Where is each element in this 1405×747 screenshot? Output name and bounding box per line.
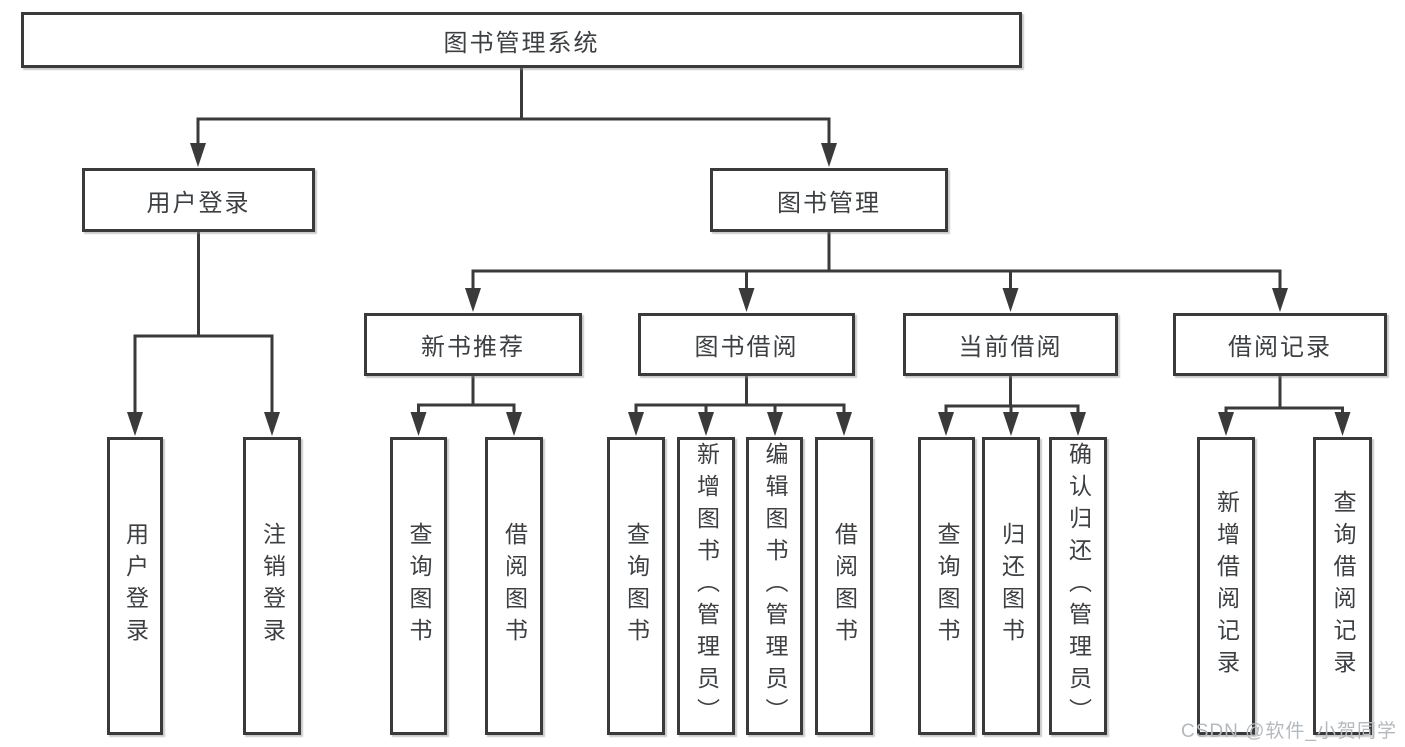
node-leaf-nbr-query-label: 查询图书: [406, 522, 432, 650]
node-new-book-rec-label: 新书推荐: [421, 334, 525, 361]
node-leaf-bb-edit-label: 编辑图书（管理员）: [762, 442, 788, 730]
node-new-book-rec: 新书推荐: [364, 313, 582, 376]
arrow-to-book-borrow: [738, 288, 755, 312]
node-leaf-logout: 注销登录: [243, 437, 301, 735]
arrow-to-user-login: [190, 143, 206, 167]
node-leaf-bb-add-label: 新增图书（管理员）: [693, 442, 720, 730]
watermark: CSDN @软件_小贺同学: [1181, 721, 1397, 742]
connector-book-mgmt-bar: [471, 269, 1282, 289]
node-leaf-br-add-label: 新增借阅记录: [1213, 490, 1240, 682]
node-leaf-logout-label: 注销登录: [259, 522, 286, 650]
node-current-borrow: 当前借阅: [903, 313, 1118, 376]
node-leaf-bb-query-label: 查询图书: [623, 522, 650, 650]
arrow-to-book-mgmt: [821, 143, 837, 167]
node-book-borrow: 图书借阅: [638, 313, 855, 376]
connector-book-borrow-bar: [634, 403, 846, 413]
node-leaf-cb-confirm: 确认归还（管理员）: [1049, 437, 1107, 735]
node-leaf-nbr-borrow-label: 借阅图书: [501, 522, 528, 650]
arrow-to-leaf-bb-borrow: [836, 412, 852, 436]
node-leaf-cb-return-label: 归还图书: [998, 522, 1025, 650]
arrow-to-leaf-cb-confirm: [1070, 412, 1086, 436]
arrow-to-leaf-br-query: [1334, 412, 1351, 436]
node-root-label: 图书管理系统: [443, 29, 600, 57]
node-leaf-bb-borrow-label: 借阅图书: [831, 522, 858, 650]
node-leaf-br-query: 查询借阅记录: [1313, 437, 1372, 735]
node-leaf-nbr-borrow: 借阅图书: [485, 437, 543, 735]
arrow-to-leaf-user-login: [127, 412, 143, 436]
arrow-to-leaf-nbr-borrow: [506, 412, 522, 436]
node-leaf-user-login: 用户登录: [107, 437, 163, 735]
node-user-login: 用户登录: [82, 168, 315, 232]
arrow-to-new-book-rec: [465, 288, 481, 312]
arrow-to-leaf-cb-return: [1003, 412, 1019, 436]
node-leaf-br-add: 新增借阅记录: [1197, 437, 1255, 735]
node-book-borrow-label: 图书借阅: [694, 334, 799, 361]
connector-user-login-bar: [133, 334, 274, 412]
arrow-to-leaf-br-add: [1218, 412, 1234, 436]
node-leaf-bb-query: 查询图书: [607, 437, 665, 735]
node-root: 图书管理系统: [21, 12, 1022, 68]
arrow-to-leaf-bb-add: [698, 412, 714, 436]
node-current-borrow-label: 当前借阅: [958, 334, 1063, 361]
connector-new-book-bar: [417, 403, 516, 413]
connector-root-bar: [196, 117, 831, 143]
node-leaf-user-login-label: 用户登录: [122, 522, 149, 650]
node-leaf-nbr-query: 查询图书: [390, 437, 447, 735]
arrow-to-leaf-logout: [264, 412, 280, 436]
node-leaf-br-query-label: 查询借阅记录: [1330, 490, 1356, 682]
arrowheads: [127, 143, 1351, 436]
node-leaf-cb-return: 归还图书: [982, 437, 1040, 735]
node-leaf-bb-borrow: 借阅图书: [815, 437, 873, 735]
arrow-to-current-borrow: [1002, 288, 1019, 312]
node-book-mgmt-label: 图书管理: [777, 189, 881, 217]
arrow-to-borrow-records: [1272, 288, 1288, 312]
connector-borrow-records-bar: [1224, 406, 1344, 414]
node-user-login-label: 用户登录: [146, 189, 251, 217]
node-book-mgmt: 图书管理: [710, 168, 948, 232]
node-borrow-records-label: 借阅记录: [1228, 334, 1332, 361]
node-leaf-cb-query-label: 查询图书: [934, 522, 960, 650]
node-leaf-bb-edit: 编辑图书（管理员）: [746, 437, 803, 735]
node-leaf-cb-query: 查询图书: [918, 437, 975, 735]
arrow-to-leaf-nbr-query: [410, 412, 427, 436]
node-leaf-cb-confirm-label: 确认归还（管理员）: [1065, 442, 1092, 730]
arrow-to-leaf-bb-query: [628, 412, 644, 436]
arrow-to-leaf-cb-query: [938, 412, 954, 436]
arrow-to-leaf-bb-edit: [767, 412, 783, 436]
node-borrow-records: 借阅记录: [1173, 313, 1387, 376]
node-leaf-bb-add: 新增图书（管理员）: [677, 437, 735, 735]
